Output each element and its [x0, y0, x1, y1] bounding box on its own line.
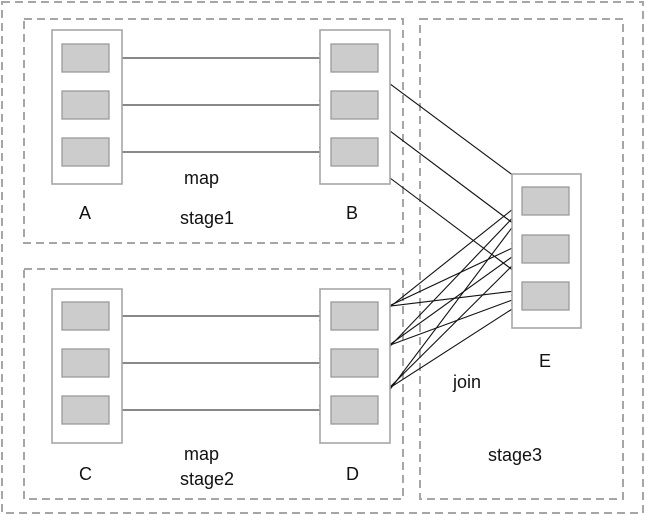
nodes	[51, 29, 582, 444]
edge-D0-to-E1	[373, 243, 523, 314]
operation-label-join: join	[452, 372, 481, 392]
edges	[109, 58, 526, 410]
operation-label-map2: map	[184, 444, 219, 464]
node-label-D: D	[346, 464, 359, 484]
node-C	[51, 288, 123, 444]
node-B	[319, 29, 391, 185]
edge-D0-to-E2	[373, 290, 523, 309]
edge-D2-to-E0	[375, 213, 523, 409]
stage-label-stage3: stage3	[488, 445, 542, 465]
partition-E-2	[521, 281, 570, 311]
partition-D-1	[330, 348, 379, 378]
partition-A-1	[61, 90, 110, 120]
partition-D-2	[330, 395, 379, 425]
partition-E-1	[521, 234, 570, 264]
node-D	[319, 288, 391, 444]
node-A	[51, 29, 123, 185]
node-label-E: E	[539, 351, 551, 371]
stage-label-stage2: stage2	[180, 469, 234, 489]
partition-E-0	[521, 186, 570, 216]
operation-label-map1: map	[184, 168, 219, 188]
partition-B-0	[330, 43, 379, 73]
edge-D0-to-E0	[375, 201, 523, 319]
edge-D1-to-E0	[375, 207, 523, 362]
partition-B-2	[330, 137, 379, 167]
node-label-C: C	[79, 464, 92, 484]
edge-D1-to-E2	[373, 296, 523, 352]
edge-B0-to-E0	[373, 71, 526, 185]
partition-A-2	[61, 137, 110, 167]
partition-A-0	[61, 43, 110, 73]
partition-C-0	[61, 301, 110, 331]
edge-D2-to-E1	[373, 255, 523, 404]
partition-C-1	[61, 348, 110, 378]
edge-B1-to-E1	[373, 118, 526, 233]
stage-label-stage1: stage1	[180, 208, 234, 228]
node-E	[511, 173, 582, 329]
edge-D2-to-E2	[373, 302, 523, 399]
node-label-B: B	[346, 203, 358, 223]
stage2-box	[23, 268, 404, 500]
stage1-box	[23, 18, 404, 244]
partition-C-2	[61, 395, 110, 425]
node-label-A: A	[79, 203, 91, 223]
edge-D1-to-E1	[373, 249, 523, 357]
partition-D-0	[330, 301, 379, 331]
partition-B-1	[330, 90, 379, 120]
edge-B2-to-E2	[373, 165, 526, 280]
stage3-box	[419, 18, 624, 500]
